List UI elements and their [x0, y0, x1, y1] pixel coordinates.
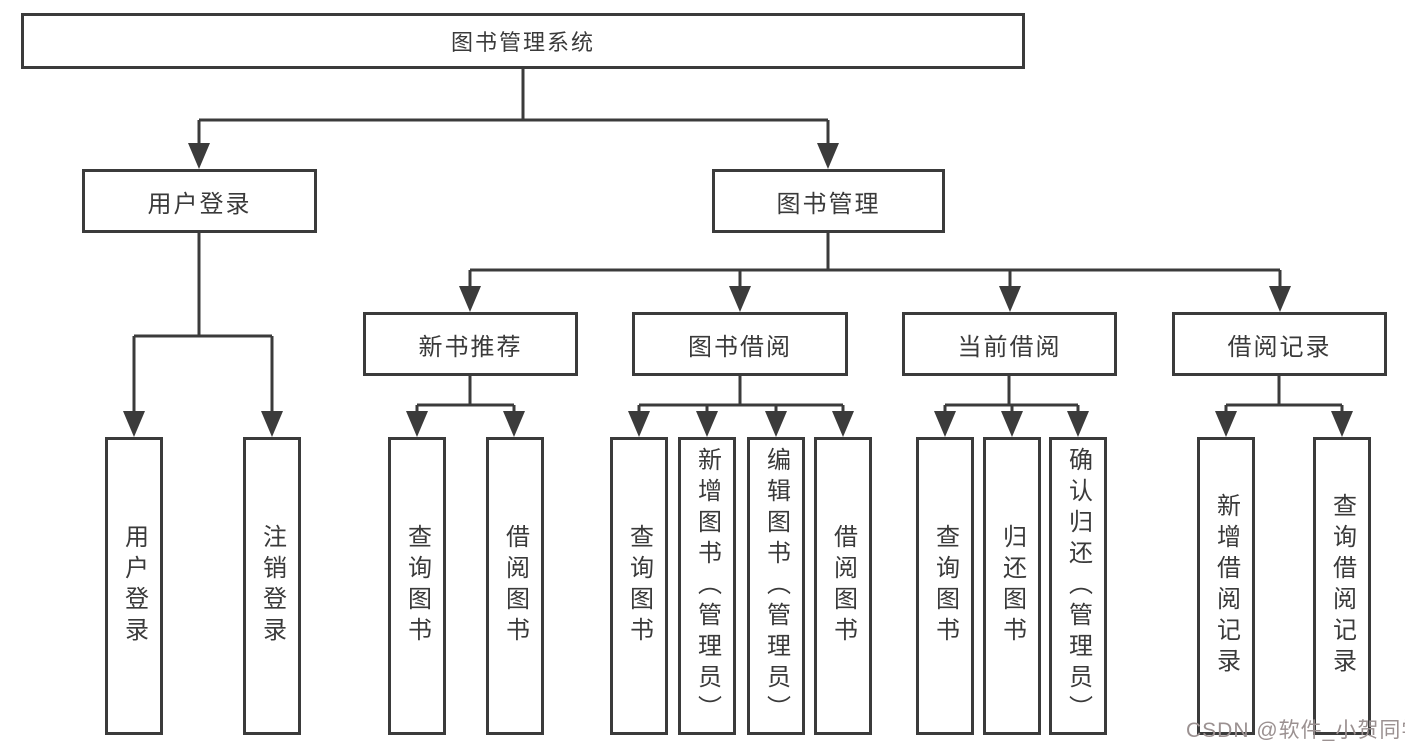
node-borrow-records: 借阅记录 [1172, 312, 1387, 376]
leaf-query-borrow-record: 查询借阅记录 [1313, 437, 1371, 735]
leaf-query-books-current: 查询图书 [916, 437, 974, 735]
arrow-down-icon [261, 411, 283, 437]
leaf-query-books-borrow: 查询图书 [610, 437, 668, 735]
node-user-login: 用户登录 [82, 169, 317, 233]
watermark: CSDN @软件_小贺同学 [1186, 719, 1405, 742]
arrow-down-icon [729, 286, 751, 312]
connector-new-book-recommend [415, 376, 516, 414]
leaf-return-book: 归还图书 [983, 437, 1041, 735]
connector-root [197, 69, 830, 146]
connector-borrow-records [1224, 376, 1344, 414]
arrow-down-icon [628, 411, 650, 437]
arrow-down-icon [817, 143, 839, 169]
arrow-down-icon [934, 411, 956, 437]
node-current-borrow: 当前借阅 [902, 312, 1117, 376]
leaf-add-borrow-record: 新增借阅记录 [1197, 437, 1255, 735]
leaf-user-login: 用户登录 [105, 437, 163, 735]
connector-book-borrow [637, 376, 845, 414]
arrow-down-icon [1269, 286, 1291, 312]
node-new-book-recommend: 新书推荐 [363, 312, 578, 376]
leaf-borrow-books-recommend: 借阅图书 [486, 437, 544, 735]
node-book-management: 图书管理 [712, 169, 945, 233]
leaf-edit-book-admin: 编辑图书（管理员） [747, 437, 805, 735]
arrow-down-icon [999, 286, 1021, 312]
arrow-down-icon [188, 143, 210, 169]
leaf-query-books-recommend: 查询图书 [388, 437, 446, 735]
arrow-down-icon [123, 411, 145, 437]
arrow-down-icon [1331, 411, 1353, 437]
arrow-down-icon [1001, 411, 1023, 437]
arrow-down-icon [1215, 411, 1237, 437]
arrow-down-icon [696, 411, 718, 437]
leaf-confirm-return-admin: 确认归还（管理员） [1049, 437, 1107, 735]
connector-book-management [468, 233, 1282, 289]
connector-user-login [132, 233, 274, 414]
arrowheads [123, 143, 1353, 437]
arrow-down-icon [832, 411, 854, 437]
arrow-down-icon [1067, 411, 1089, 437]
node-root: 图书管理系统 [21, 13, 1025, 69]
leaf-logout: 注销登录 [243, 437, 301, 735]
node-book-borrow: 图书借阅 [632, 312, 848, 376]
connector-current-borrow [943, 376, 1080, 414]
leaf-borrow-books: 借阅图书 [814, 437, 872, 735]
arrow-down-icon [503, 411, 525, 437]
arrow-down-icon [765, 411, 787, 437]
arrow-down-icon [406, 411, 428, 437]
leaf-add-book-admin: 新增图书（管理员） [678, 437, 736, 735]
arrow-down-icon [459, 286, 481, 312]
